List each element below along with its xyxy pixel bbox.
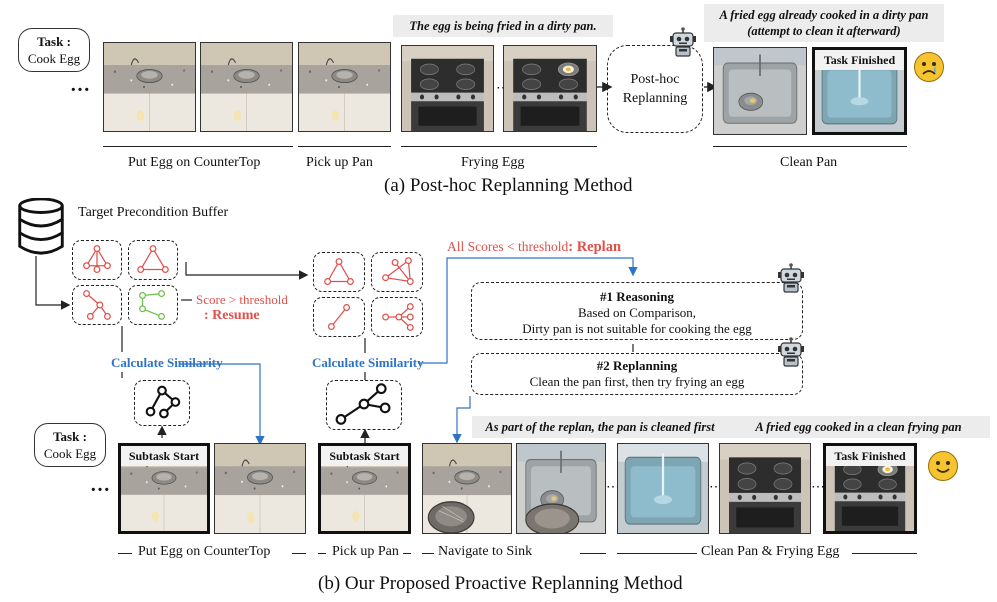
- stage-b-clean-fry: Clean Pan & Frying Egg: [701, 544, 840, 559]
- current-graph-left: [134, 380, 190, 426]
- calc-sim-left: Calculate Similarity: [111, 355, 223, 370]
- ellipsis-dots: ⋯: [811, 480, 825, 495]
- stage-dash: [580, 553, 606, 555]
- graph-box-m2: [371, 252, 423, 292]
- caption-b: (b) Our Proposed Proactive Replanning Me…: [318, 573, 683, 594]
- replanning-line1: Clean the pan first, then try frying an …: [529, 374, 745, 389]
- frame-subtask-start-1: Subtask Start: [118, 443, 210, 534]
- frame-bottom-counter: [214, 443, 306, 534]
- reasoning-box: #1 Reasoning Based on Comparison, Dirty …: [471, 282, 803, 340]
- task-label: Task :: [53, 429, 87, 444]
- frame-stove-1: [401, 45, 494, 132]
- replanning-box: #2 Replanning Clean the pan first, then …: [471, 353, 803, 395]
- posthoc-line2: Replanning: [622, 91, 688, 106]
- frame-subtask-start-2: Subtask Start: [318, 443, 411, 534]
- frame-counter-2: [200, 42, 293, 132]
- frame-sink-water: [617, 443, 709, 534]
- subtask-start-label: Subtask Start: [121, 446, 207, 466]
- fried-banner-line1: A fried egg already cooked in a dirty pa…: [719, 8, 929, 22]
- sad-face-icon: [914, 52, 944, 82]
- replan-trigger: All Scores < threshold: Replan: [447, 239, 621, 256]
- stage-line-2: [298, 146, 391, 148]
- stage-dash: [118, 553, 132, 555]
- stage-line-3: [401, 146, 597, 148]
- current-graph-right: [326, 380, 402, 430]
- stage-b-pick-pan: Pick up Pan: [332, 544, 399, 559]
- stage-b-put-egg: Put Egg on CounterTop: [138, 544, 271, 559]
- ellipsis-dots: ⋯: [606, 480, 620, 495]
- stage-b-navigate: Navigate to Sink: [438, 544, 533, 559]
- stage-pick-pan: Pick up Pan: [306, 155, 373, 170]
- frame-task-finished: Task Finished: [823, 443, 917, 534]
- smile-face-icon: [928, 451, 958, 481]
- task-label: Task :: [37, 34, 71, 49]
- calc-sim-right: Calculate Similarity: [312, 355, 424, 370]
- frame-navigate-1: [422, 443, 512, 534]
- stage-dash: [617, 553, 697, 555]
- reasoning-line1: Based on Comparison,: [577, 305, 697, 320]
- posthoc-line1: Post-hoc: [630, 72, 680, 87]
- ellipsis: …: [70, 74, 90, 96]
- task-bubble-top: Task : Cook Egg: [18, 28, 90, 72]
- buffer-label: Target Precondition Buffer: [78, 205, 229, 220]
- stage-line-4: [713, 146, 907, 148]
- ellipsis: …: [90, 474, 110, 496]
- score-resume-text: Score > threshold: [196, 292, 288, 307]
- fried-banner-line2: (attempt to clean it afterward): [747, 24, 901, 38]
- resume-label: : Resume: [204, 308, 260, 323]
- task-bubble-bottom: Task : Cook Egg: [34, 423, 106, 467]
- replan-prefix: All Scores < threshold: [447, 239, 569, 254]
- frame-stove-2: [503, 45, 597, 132]
- subtask-start-label: Subtask Start: [321, 446, 408, 466]
- stage-dash: [318, 553, 326, 555]
- frame-navigate-2: [516, 443, 606, 534]
- clean-pan-banner: A fried egg cooked in a clean frying pan: [727, 416, 990, 438]
- frame-counter-1: [103, 42, 196, 132]
- task-value: Cook Egg: [43, 446, 97, 461]
- caption-a: (a) Post-hoc Replanning Method: [384, 175, 633, 196]
- fried-banner-top: A fried egg already cooked in a dirty pa…: [704, 4, 944, 42]
- reasoning-line2: Dirty pan is not suitable for cooking th…: [522, 321, 752, 336]
- task-value: Cook Egg: [27, 51, 81, 66]
- frame-sink-2: Task Finished: [812, 47, 907, 135]
- replan-label: : Replan: [568, 239, 622, 255]
- frame-sink-1: [713, 47, 807, 135]
- frame-clean-stove: [719, 443, 811, 534]
- stage-clean: Clean Pan: [780, 155, 838, 170]
- stage-put-egg: Put Egg on CounterTop: [128, 155, 261, 170]
- stage-dash: [403, 553, 411, 555]
- stage-line-1: [103, 146, 293, 148]
- stage-frying: Frying Egg: [461, 155, 525, 170]
- replanning-title: #2 Replanning: [596, 358, 678, 373]
- graph-box-m3: [313, 297, 365, 337]
- dirty-pan-banner: The egg is being fried in a dirty pan.: [393, 15, 613, 37]
- stage-dash: [422, 553, 434, 555]
- frame-pickup: [298, 42, 391, 132]
- task-finished-label: Task Finished: [826, 446, 914, 466]
- task-finished-label: Task Finished: [815, 50, 904, 70]
- robot-icon: [776, 337, 806, 367]
- graph-box-l4-match: [128, 285, 178, 325]
- robot-icon: [776, 263, 806, 293]
- posthoc-box: Post-hoc Replanning: [607, 45, 703, 133]
- graph-box-l1: [72, 240, 122, 280]
- graph-box-l3: [72, 285, 122, 325]
- stage-dash: [292, 553, 306, 555]
- graph-box-l2: [128, 240, 178, 280]
- graph-box-m4: [371, 297, 423, 337]
- graph-box-m1: [313, 252, 365, 292]
- replan-banner: As part of the replan, the pan is cleane…: [472, 416, 728, 438]
- stage-dash: [852, 553, 917, 555]
- reasoning-title: #1 Reasoning: [599, 289, 675, 304]
